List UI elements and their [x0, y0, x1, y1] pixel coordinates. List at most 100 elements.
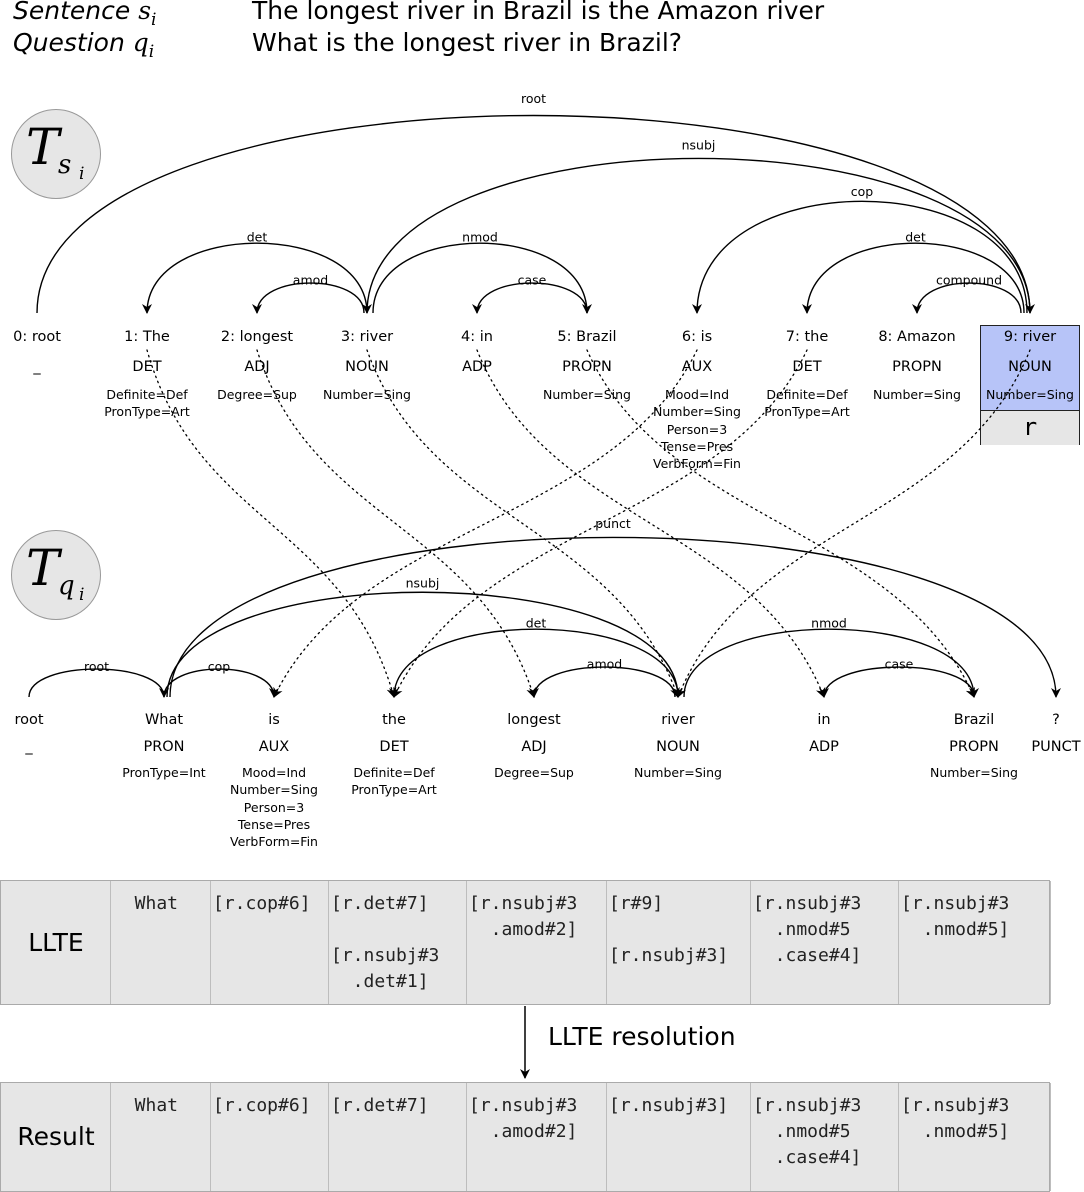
sentence-arc-root [36, 114, 1035, 314]
badge-i: i [79, 164, 85, 184]
result-table: Result What[r.cop#6][r.det#7][r.nsubj#3 … [0, 1082, 1051, 1192]
resolved-symbol: r [981, 410, 1079, 445]
question-arc-label: det [526, 616, 547, 631]
question-token-word: in [817, 712, 831, 728]
sentence-token-features: Number=Sing [323, 387, 411, 402]
question-token-word: Brazil [953, 712, 995, 728]
sentence-token-word: 2: longest [220, 329, 294, 345]
question-text: What is the longest river in Brazil? [252, 28, 683, 57]
result-cell: [r.nsubj#3 .amod#2] [467, 1083, 607, 1191]
result-cell-text: [r.nsubj#3 .nmod#5] [901, 1095, 1010, 1143]
alignment-line [676, 349, 1031, 698]
question-token-features: Number=Sing [634, 765, 722, 780]
question-arc-label: amod [587, 657, 622, 672]
sentence-token-features: Degree=Sup [217, 387, 297, 402]
question-token-word: river [661, 712, 695, 728]
llte-cell-text: What [113, 893, 179, 914]
llte-cell-text: [r#9] [r.nsubj#3] [609, 893, 729, 967]
llte-cell: [r#9] [r.nsubj#3] [607, 881, 751, 1004]
llte-cell-text: [r.nsubj#3 .nmod#5 .case#4] [753, 893, 862, 967]
llte-cell-text: [r.cop#6] [213, 893, 311, 914]
result-cell-text: [r.det#7] [331, 1095, 429, 1116]
result-row-label: Result [17, 1122, 95, 1151]
question-arc-nsubj [166, 591, 683, 698]
sentence-token-features: Number=Sing [873, 387, 961, 402]
alignment-line [476, 349, 826, 698]
sentence-token-word: 7: the [785, 329, 829, 345]
question-arc-case [819, 666, 975, 698]
result-cell-text: [r.nsubj#3 .amod#2] [469, 1095, 578, 1143]
sentence-text: The longest river in Brazil is the Amazo… [252, 0, 825, 25]
llte-cell: [r.nsubj#3 .nmod#5 .case#4] [751, 881, 899, 1004]
sentence-token-word: 0: root [13, 329, 61, 345]
sentence-token-word: 9: river [1003, 329, 1057, 345]
sentence-arc-label: det [247, 229, 268, 244]
sentence-token-word: 4: in [461, 329, 493, 345]
sentence-arc-label: nmod [462, 229, 498, 244]
question-arc-det [389, 628, 679, 698]
question-label: Question [13, 28, 125, 57]
alignment-line [586, 349, 975, 698]
question-token-features: Degree=Sup [494, 765, 574, 780]
sentence-arc-label: amod [293, 273, 328, 288]
question-token-word: What [144, 712, 184, 728]
alignment-line [393, 349, 808, 698]
sentence-token-pos: NOUN [1008, 359, 1052, 375]
sentence-arc-nsubj [362, 157, 1031, 314]
question-token-pos: ADJ [521, 739, 547, 755]
badge-i: i [79, 585, 85, 605]
llte-cell: [r.det#7] [r.nsubj#3 .det#1] [329, 881, 467, 1004]
llte-cell-text: [r.det#7] [r.nsubj#3 .det#1] [331, 893, 440, 993]
question-token-pos: _ [25, 739, 33, 755]
sentence-token-features: Number=Sing [543, 387, 631, 402]
question-arc-label: root [84, 659, 109, 674]
sentence-arc-case [472, 282, 588, 314]
llte-cell: What [111, 881, 211, 1004]
resolution-label: LLTE resolution [548, 1022, 736, 1051]
sentence-token-pos: ADJ [244, 359, 270, 375]
result-cell: [r.nsubj#3] [607, 1083, 751, 1191]
sentence-token-word: 8: Amazon [878, 329, 956, 345]
question-tree-badge: T q i [11, 530, 101, 620]
question-token-pos: DET [379, 739, 409, 755]
sentence-arc-label: det [905, 229, 926, 244]
question-token-word: is [268, 712, 280, 728]
question-symbol: q [132, 28, 149, 57]
sentence-tree-badge: T s i [11, 109, 101, 199]
llte-cell: [r.nsubj#3 .nmod#5] [899, 881, 1051, 1004]
sentence-token-pos: PROPN [892, 359, 942, 375]
question-token-word: longest [507, 712, 561, 728]
alignment-line [366, 349, 680, 698]
sentence-arc-label: case [518, 273, 547, 288]
sentence-token-pos: ADP [462, 359, 492, 375]
sentence-token-pos: DET [792, 359, 822, 375]
sentence-arc-label: compound [936, 273, 1002, 288]
result-cell: Result [1, 1083, 111, 1191]
question-token-word: ? [1052, 712, 1060, 728]
question-header: Question qi [13, 28, 154, 62]
sentence-token-pos: NOUN [345, 359, 389, 375]
sentence-label: Sentence [13, 0, 131, 25]
alignment-line [273, 349, 698, 698]
alignment-line [146, 349, 397, 698]
llte-cell: [r.cop#6] [211, 881, 329, 1004]
result-cell-text: [r.cop#6] [213, 1095, 311, 1116]
result-cell: [r.nsubj#3 .nmod#5] [899, 1083, 1051, 1191]
question-token-pos: AUX [258, 739, 290, 755]
question-token-pos: PUNCT [1031, 739, 1081, 755]
badge-s: s [58, 150, 72, 180]
highlighted-token-box: r [980, 325, 1080, 445]
question-token-features: PronType=Int [122, 765, 206, 780]
question-arc-root [28, 668, 169, 698]
badge-T: T [26, 539, 60, 597]
sentence-header: Sentence si [13, 0, 156, 30]
sentence-token-features: Number=Sing [986, 387, 1074, 402]
question-arc-punct [169, 536, 1061, 698]
sentence-arc-label: root [521, 91, 546, 106]
alignment-line [256, 349, 537, 698]
badge-T: T [26, 118, 60, 176]
